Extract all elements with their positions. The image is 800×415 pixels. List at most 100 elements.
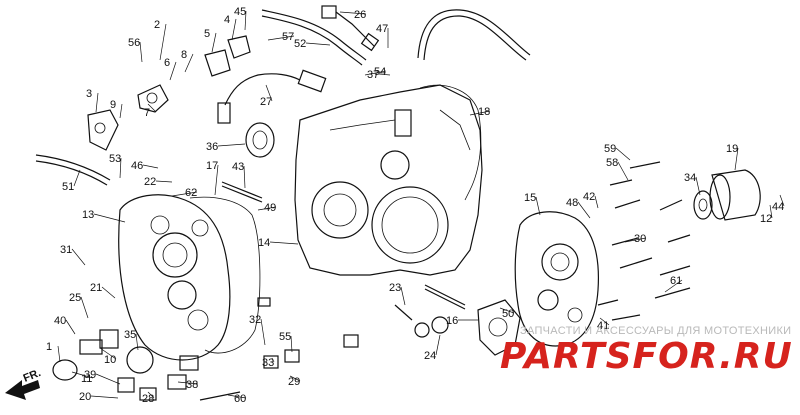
leader-line-51 (73, 169, 81, 187)
callout-20: 20 (79, 391, 91, 403)
leader-line-36 (217, 143, 246, 147)
leader-line-53 (119, 157, 122, 179)
callout-24: 24 (424, 350, 436, 362)
leader-line-15 (535, 196, 541, 216)
callout-46: 46 (131, 160, 143, 172)
callout-6: 6 (164, 57, 170, 69)
callout-8: 8 (181, 49, 187, 61)
leader-line-12 (769, 204, 773, 219)
leader-line-29 (289, 375, 301, 382)
callout-38: 38 (186, 379, 198, 391)
callout-25: 25 (69, 292, 81, 304)
part-3-bracket (87, 109, 119, 151)
part-38-sleeve (167, 374, 187, 390)
callout-23: 23 (389, 282, 401, 294)
callout-35: 35 (124, 329, 136, 341)
callout-4: 4 (224, 14, 230, 26)
leader-line-2 (159, 23, 167, 61)
leader-line-31 (71, 248, 86, 266)
part-13-left-case-cover (118, 194, 231, 361)
leader-line-49 (257, 206, 277, 211)
callout-44: 44 (772, 201, 784, 213)
leader-line-42 (594, 195, 599, 209)
part-27-sensor-wire (224, 73, 301, 106)
part-18-gasket (419, 84, 482, 201)
part-drawings (35, 5, 761, 401)
part-28-sleeve (139, 387, 157, 401)
callout-15: 15 (524, 192, 536, 204)
callout-36: 36 (206, 141, 218, 153)
part-23-spring (394, 304, 413, 321)
leader-line-11 (71, 371, 94, 379)
callout-49: 49 (264, 202, 276, 214)
direction-label: FR. (22, 367, 43, 385)
leader-line-23 (400, 286, 406, 306)
callout-16: 16 (446, 315, 458, 327)
callout-60: 60 (234, 393, 246, 405)
callout-14: 14 (258, 237, 270, 249)
part-10-spring (79, 339, 103, 355)
leader-line-25 (80, 296, 89, 319)
leader-line-57 (267, 35, 295, 41)
part-26-sensor (321, 5, 337, 19)
part-19-cap (711, 169, 761, 221)
callout-21: 21 (90, 282, 102, 294)
part-11-cap (52, 359, 78, 381)
leader-line-18 (469, 110, 491, 116)
callout-numbers: 1234567891011121314151617181920212223242… (46, 6, 785, 405)
leader-line-33 (271, 357, 275, 363)
leader-line-32 (260, 318, 266, 346)
callout-59: 59 (604, 143, 616, 155)
leader-line-43 (243, 165, 246, 189)
callout-1: 1 (46, 341, 52, 353)
part-9-collar (99, 329, 119, 349)
callout-55: 55 (279, 331, 291, 343)
callout-31: 31 (60, 244, 72, 256)
part-36-oil-seal (245, 122, 275, 158)
leader-line-26 (339, 11, 367, 15)
callout-32: 32 (249, 314, 261, 326)
callout-37: 37 (367, 69, 379, 81)
callout-12: 12 (760, 213, 772, 225)
leader-line-56 (139, 41, 143, 63)
callout-39: 39 (84, 369, 96, 381)
leader-line-38 (177, 381, 199, 385)
part-bolts-right (597, 161, 691, 321)
leader-line-40 (65, 319, 76, 335)
callout-45: 45 (234, 6, 246, 18)
leader-line-13 (93, 213, 126, 223)
callout-5: 5 (204, 28, 210, 40)
callout-40: 40 (54, 315, 66, 327)
leader-line-10 (99, 347, 117, 360)
part-51-tube-inner (35, 160, 108, 186)
callout-22: 22 (144, 176, 156, 188)
part-33-nut (263, 355, 279, 369)
part-52-tube-right (417, 9, 531, 59)
leader-line-22 (155, 180, 173, 183)
callout-51: 51 (62, 181, 74, 193)
callout-53: 53 (109, 153, 121, 165)
leader-line-48 (577, 201, 591, 219)
leader-line-20 (90, 395, 119, 399)
callout-52: 52 (294, 38, 306, 50)
leader-line-34 (695, 176, 701, 196)
leader-line-9 (119, 103, 123, 119)
leader-line-58 (617, 161, 629, 181)
callout-10: 10 (104, 354, 116, 366)
callout-43: 43 (232, 161, 244, 173)
callout-17: 17 (206, 160, 218, 172)
part-16-cover (477, 299, 521, 356)
leader-line-1 (57, 345, 61, 363)
callout-26: 26 (354, 9, 366, 21)
leader-line-6 (169, 61, 177, 81)
callout-7: 7 (144, 107, 150, 119)
callout-42: 42 (583, 191, 595, 203)
part-51-tube (35, 154, 111, 181)
leader-line-30 (624, 237, 647, 243)
leader-line-14 (269, 241, 299, 245)
leader-line-39 (95, 373, 121, 385)
leader-line-27 (265, 84, 273, 102)
leader-line-55 (290, 335, 293, 353)
leader-line-46 (142, 164, 159, 169)
